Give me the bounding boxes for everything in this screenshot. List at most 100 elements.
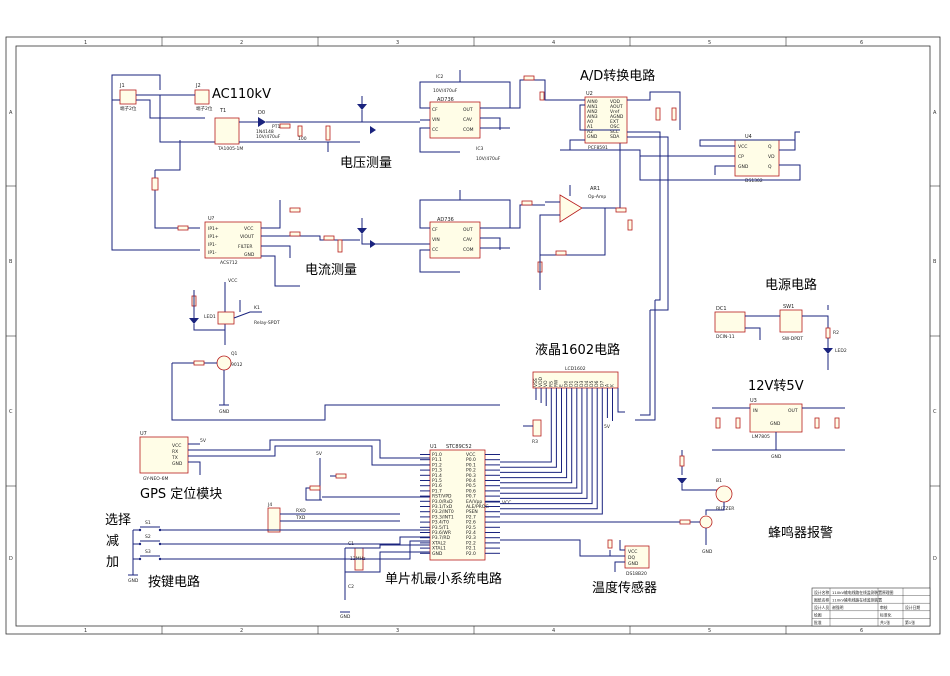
power-title: 电源电路 bbox=[765, 277, 817, 293]
mcu-pin-left: P1.4 bbox=[432, 473, 442, 479]
mcu-pin-right: P2.0 bbox=[466, 551, 476, 557]
lcd-bus bbox=[500, 403, 583, 494]
key-switch-1[interactable] bbox=[138, 526, 162, 532]
mcu-pin-right: EA/Vpp bbox=[466, 499, 482, 505]
mcu-pins-left: P1.0P1.1P1.2P1.3P1.4P1.5P1.6P1.7RST/VPDP… bbox=[420, 452, 454, 557]
lcd-5v: 5V bbox=[604, 424, 611, 430]
txd-label: TXD bbox=[295, 515, 306, 521]
pt1-value: 10V/470uF bbox=[256, 134, 281, 140]
pcf-pin: AIN1 bbox=[587, 104, 598, 110]
mcu-pin-right: PSEN bbox=[466, 509, 478, 515]
gps-pin: TX bbox=[171, 455, 178, 461]
mcu-pin-right: P2.1 bbox=[466, 546, 476, 552]
pcf-pin: GND bbox=[587, 134, 598, 140]
led1-ref: LED1 bbox=[204, 314, 216, 320]
ds-pin: VCC bbox=[738, 144, 747, 150]
lcd-wires bbox=[500, 388, 613, 515]
ad736-voltage-ref: AD736 bbox=[437, 97, 454, 103]
ic1-ref: IC2 bbox=[436, 74, 443, 80]
c-100 bbox=[297, 125, 303, 137]
lcd-pin: VO bbox=[543, 380, 549, 387]
pcf-pin: EXT bbox=[610, 119, 619, 125]
s1-ref: S1 bbox=[145, 520, 151, 526]
buzzer-b1 bbox=[715, 485, 733, 503]
title-block-cell: 审核 bbox=[880, 605, 888, 610]
ad-pin: CC bbox=[432, 247, 438, 253]
keys-section: 选择 减 加 按键电路 S1 S2 S3 GND bbox=[105, 513, 430, 590]
power-switch[interactable] bbox=[779, 309, 803, 333]
ic3-ref: IC3 bbox=[476, 146, 483, 152]
key-switch-3[interactable] bbox=[138, 555, 162, 561]
row-label: A bbox=[9, 110, 13, 116]
r10 bbox=[615, 207, 627, 213]
r12 bbox=[323, 235, 335, 241]
mcu-pin-left: P1.0 bbox=[432, 452, 442, 458]
mcu-pin-left: P3.6/WR bbox=[432, 530, 451, 536]
title-block-cell: 批准 bbox=[814, 620, 822, 625]
sw1-ref: SW1 bbox=[783, 304, 794, 310]
c2-label: C2 bbox=[348, 584, 354, 590]
key-switch-2[interactable] bbox=[138, 540, 162, 546]
pt1-ref: PT1 bbox=[272, 124, 280, 130]
mcu-pin-left: P3.7/RD bbox=[432, 535, 451, 541]
gps-pin: RX bbox=[172, 449, 178, 455]
temp-section: VCC DQ GND DS18B20 温度传感器 bbox=[500, 539, 657, 596]
acs-pin: IP1- bbox=[208, 242, 217, 248]
buzzer-name: BUZZER bbox=[716, 506, 734, 512]
lcd-pin: VDD bbox=[538, 376, 544, 387]
mcu-pin-left: P3.0/RxD bbox=[432, 499, 453, 505]
mcu-pin-right: P2.7 bbox=[466, 514, 476, 520]
r-led-buz bbox=[679, 455, 685, 467]
lm7805-regulator bbox=[749, 403, 803, 433]
ad736-voltage bbox=[429, 101, 481, 139]
col-label: 4 bbox=[552, 40, 555, 46]
ds-pin: Q bbox=[768, 164, 772, 170]
r-pullup-temp bbox=[607, 539, 613, 549]
gps-pin: GND bbox=[172, 461, 183, 467]
lcd-pin: D1 bbox=[569, 381, 575, 387]
mcu-pin-left: P3.1/TxD bbox=[432, 504, 453, 510]
row-label: D bbox=[9, 556, 13, 562]
lcd-pin: K bbox=[610, 383, 616, 387]
pcf-pin: A2 bbox=[587, 129, 593, 135]
j2-ref: J2 bbox=[195, 83, 201, 89]
ad-pin: CAV bbox=[463, 237, 473, 243]
ad-pin: VIN bbox=[432, 237, 440, 243]
pcf-pin: Vref bbox=[610, 109, 620, 115]
j4-connector bbox=[267, 507, 281, 533]
col-label: 2 bbox=[240, 628, 243, 634]
gps-vcc: 5V bbox=[200, 438, 207, 444]
r8-base bbox=[193, 360, 205, 366]
rxd-label: RXD bbox=[296, 508, 306, 514]
ad-pin: OUT bbox=[463, 227, 473, 233]
mcu-pin-left: P3.5/T1 bbox=[432, 525, 449, 531]
q1-gnd: GND bbox=[219, 409, 230, 415]
lm-pin: IN bbox=[753, 408, 758, 414]
acs-pin: GND bbox=[244, 252, 255, 258]
d2-diode bbox=[370, 126, 376, 134]
lcd-bus bbox=[500, 421, 573, 484]
mcu-pin-right: P0.1 bbox=[466, 462, 476, 468]
pcf-pin: AGND bbox=[610, 114, 624, 120]
lm7805-name: LM7805 bbox=[752, 434, 770, 440]
title-block-cell: 设计日期 bbox=[905, 605, 920, 610]
mcu-pin-left: GND bbox=[432, 551, 443, 557]
col-label: 2 bbox=[240, 40, 243, 46]
key2-label: 减 bbox=[106, 534, 119, 549]
lcd-pin: D2 bbox=[574, 381, 580, 387]
pcf-pin: AIN0 bbox=[587, 99, 598, 105]
ad-pin: CC bbox=[432, 127, 438, 133]
title-block-cell: 110kV输电线路在线监测装置原理图 bbox=[832, 590, 894, 595]
ec1-cap bbox=[335, 473, 347, 479]
current-title: 电流测量 bbox=[305, 263, 357, 278]
pcf-pin: AIN3 bbox=[587, 114, 598, 120]
ds1302-section: U4 DS1302 VCC CP GND Q VD Q bbox=[639, 131, 801, 184]
ad-pin: COM bbox=[463, 247, 474, 253]
mcu-pin-left: RST/VPD bbox=[432, 494, 452, 500]
reset-vcc: 5V bbox=[316, 451, 323, 457]
ds18-pin: GND bbox=[628, 561, 639, 567]
c-adc-in bbox=[539, 91, 545, 101]
pcf-pin: VDD bbox=[610, 99, 621, 105]
title-block-cell: 110kV输电线路在线监测装置 bbox=[832, 597, 882, 602]
ec7-cap bbox=[289, 207, 301, 213]
